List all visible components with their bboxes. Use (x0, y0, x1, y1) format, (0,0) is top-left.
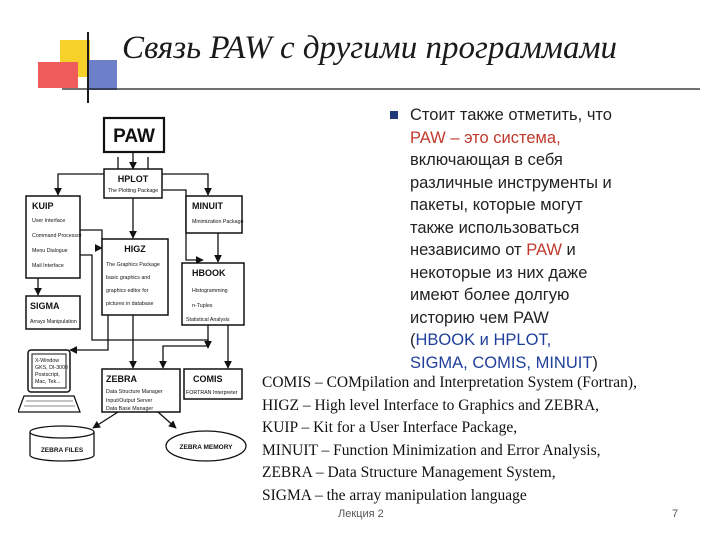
definition-line: MINUIT – Function Minimization and Error… (262, 441, 601, 459)
paragraph-line: пакеты, которые могут (410, 196, 583, 214)
node-paw-label: PAW (113, 126, 155, 147)
bullet-square-icon (390, 111, 398, 119)
diagram-edges (34, 152, 232, 429)
terminal-line: Postscript, (35, 372, 60, 378)
edge-zebra-files (92, 411, 119, 429)
node-hbook-label: HBOOK (192, 268, 226, 278)
node-zebra (101, 368, 181, 413)
paragraph-line: SIGMA, COMIS, MINUIT) (410, 352, 700, 375)
node-kuip-line: Command Processor (32, 233, 82, 239)
terminal-line: X-Window (35, 358, 59, 364)
node-comis-desc: FORTRAN Interpreter (186, 390, 238, 396)
node-kuip (25, 195, 81, 279)
paragraph-segment: ) (592, 353, 598, 372)
zebra-files-cylinder-icon: ZEBRA FILES (29, 425, 95, 462)
node-hplot-desc: The Plotting Package (108, 188, 158, 194)
definitions-list: COMIS – COMpilation and Interpretation S… (262, 372, 712, 508)
node-sigma (25, 295, 81, 330)
node-minuit-label: MINUIT (192, 201, 223, 211)
node-kuip-label: KUIP (32, 201, 54, 211)
terminal-line: GKS, DI-3000 (35, 365, 68, 371)
node-paw (102, 116, 166, 154)
definition-line: ZEBRA – Data Structure Management System… (262, 464, 556, 482)
paragraph-text: Стоит также отметить, что PAW – это сист… (410, 104, 700, 374)
paragraph-line: Стоит также отметить, что (410, 106, 612, 124)
node-zebra-line: Data Structure Manager (106, 389, 163, 395)
node-minuit-desc: Minimization Package (192, 219, 244, 225)
edge-zebra-memory (157, 411, 177, 429)
paragraph-line: PAW – это система, (410, 128, 561, 147)
paragraph-line: различные инструменты и (410, 173, 612, 192)
terminal-line: Mac, Tek... (35, 379, 61, 385)
paragraph-segment: ( (410, 331, 416, 349)
node-hplot (103, 168, 163, 199)
definition-line: SIGMA – the array manipulation language (262, 486, 527, 504)
edge-kuip-comis (80, 254, 212, 349)
edge-hbook-zebra (159, 325, 209, 369)
paw-diagram: PAW HPLOT The Plotting Package KUIP User… (18, 116, 247, 462)
zebra-files-label: ZEBRA FILES (41, 447, 84, 454)
node-higz-line: The Graphics Package (106, 262, 160, 268)
paragraph-line: включающая в себя (410, 151, 563, 169)
paragraph-line: имеют более долгую (410, 286, 570, 304)
paragraph-segment: HBOOK и HPLOT, (415, 331, 552, 349)
terminal-icon: X-Window GKS, DI-3000 Postscript, Mac, T… (18, 349, 81, 413)
paragraph-line: историю чем PAW (410, 308, 549, 327)
red-square (38, 62, 78, 88)
definition-line: COMIS – COMpilation and Interpretation S… (262, 374, 637, 391)
node-minuit (185, 195, 243, 234)
node-zebra-label: ZEBRA (106, 374, 137, 384)
node-comis (183, 368, 243, 400)
slide-title: Связь PAW с другими программами (122, 30, 617, 66)
node-hbook (181, 262, 245, 326)
edge-paw-kuip (54, 157, 119, 196)
footer-lecture: Лекция 2 (338, 508, 384, 520)
page-number: 7 (672, 508, 679, 520)
definition-line: HIGZ – High level Interface to Graphics … (262, 396, 600, 414)
node-higz (101, 238, 169, 316)
node-hbook-line: n-Tuples (192, 303, 213, 309)
edge-paw-minuit (147, 157, 212, 196)
node-kuip-line: Mail Interface (32, 263, 64, 269)
edge-higz-terminal (69, 315, 109, 354)
paragraph-segment: независимо от (410, 241, 527, 259)
node-zebra-line: Input/Output Server (106, 398, 152, 404)
paragraph-line: (HBOOK и HPLOT, (410, 329, 700, 352)
paragraph-segment: и (561, 241, 576, 259)
definition-line: KUIP – Kit for a User Interface Package, (262, 419, 518, 437)
node-hplot-label: HPLOT (118, 174, 149, 184)
node-zebra-line: Data Base Manager (106, 406, 153, 412)
zebra-memory-label: ZEBRA MEMORY (180, 444, 234, 451)
paragraph-segment: PAW (526, 241, 562, 259)
node-hbook-line: Histogramming (192, 288, 228, 294)
node-sigma-desc: Arrays Manipulation (30, 319, 77, 325)
node-higz-line: graphics editor for (106, 288, 149, 294)
node-higz-label: HIGZ (124, 244, 146, 254)
node-higz-line: basic graphics and (106, 275, 150, 281)
node-sigma-label: SIGMA (30, 301, 60, 311)
node-comis-label: COMIS (193, 374, 223, 384)
node-kuip-line: Menu Dialogue (32, 248, 68, 254)
node-higz-line: pictures in database (106, 301, 153, 307)
edge-kuip-higz (80, 229, 106, 249)
blue-square (87, 60, 117, 90)
node-hbook-line: Statistical Analysis (186, 317, 230, 323)
zebra-memory-node (165, 430, 247, 462)
paragraph-line: независимо от PAW и (410, 239, 700, 262)
paragraph-segment: SIGMA, COMIS, MINUIT (410, 353, 593, 372)
node-kuip-line: User Interface (32, 218, 65, 224)
paragraph-line: также использоваться (410, 218, 580, 237)
paragraph-line: некоторые из них даже (410, 263, 588, 282)
